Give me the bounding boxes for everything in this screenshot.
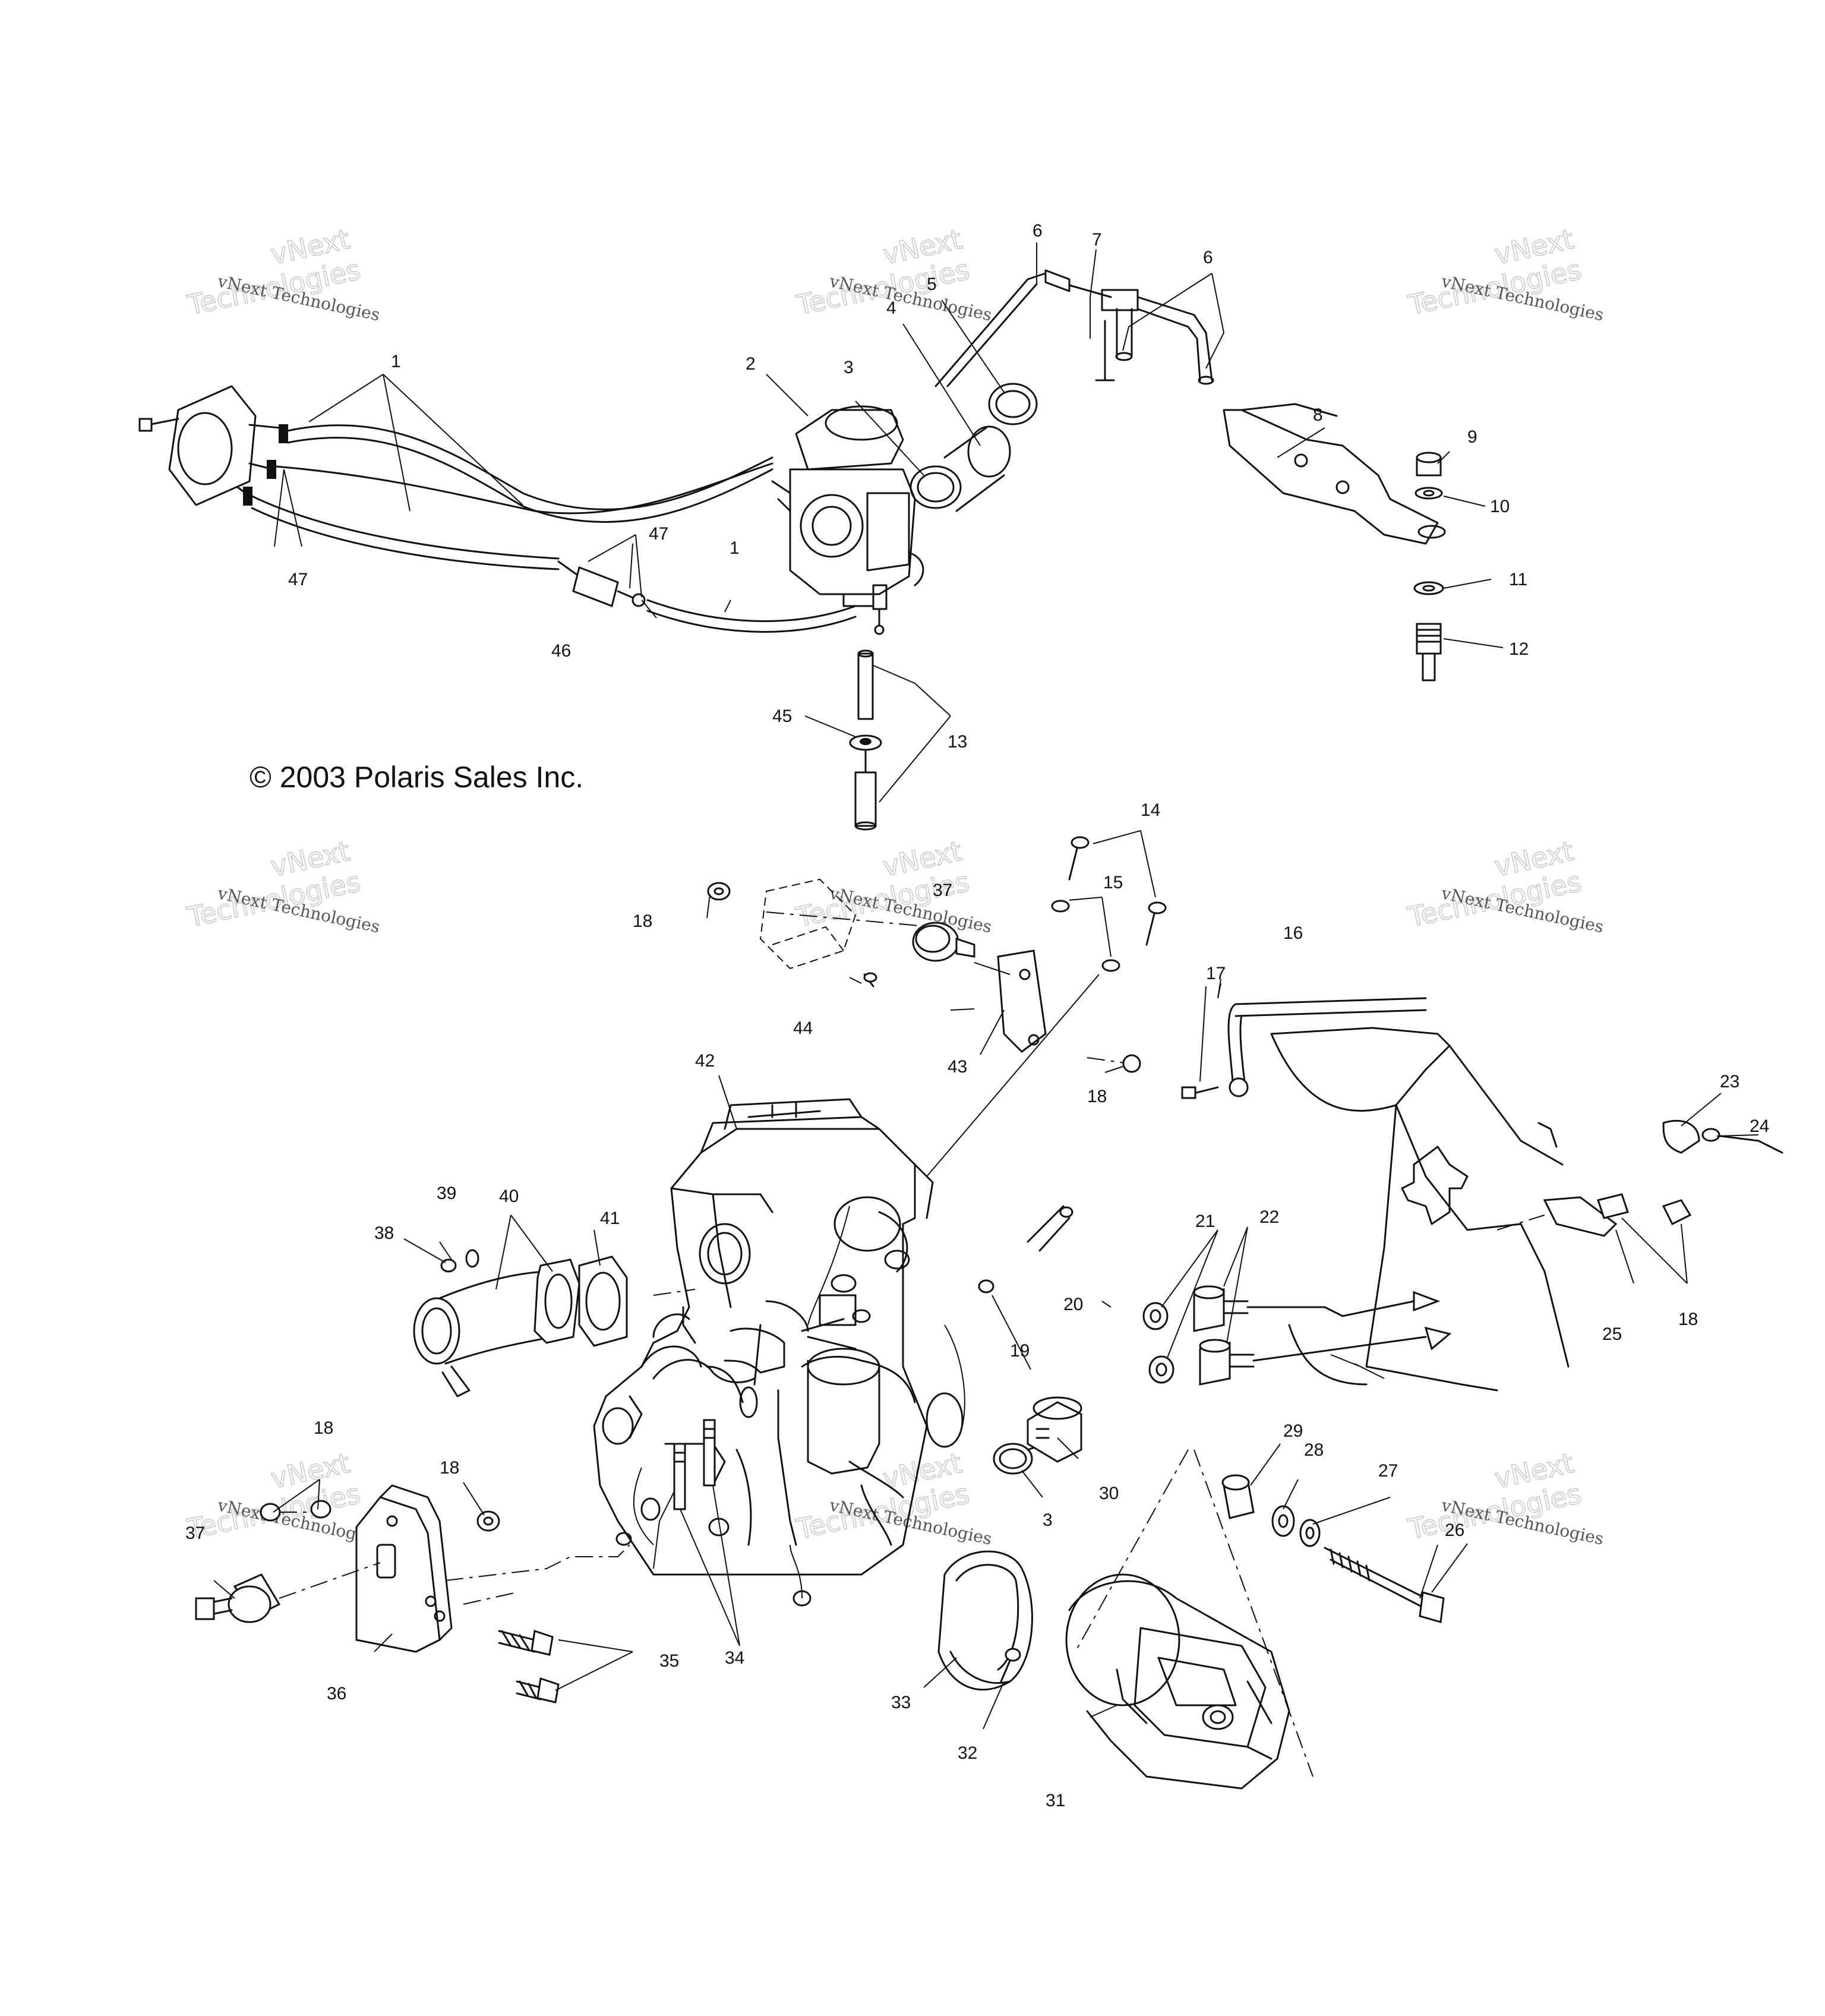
watermark-top-left: vNext Technologies vNext Technologies: [184, 222, 381, 324]
callout-13: 13: [948, 732, 967, 752]
callout-30: 30: [1099, 1484, 1119, 1503]
callout-33: 33: [891, 1693, 911, 1712]
callout-6-left: 6: [1033, 221, 1043, 241]
left-nuts-illustration: [260, 1500, 500, 1532]
callout-25: 25: [1602, 1324, 1622, 1344]
copyright-text: © 2003 Polaris Sales Inc.: [250, 761, 583, 794]
shift-rod-illustration: [1181, 997, 1427, 1099]
watermark-middle-center: vNext Technologies vNext Technologies: [792, 834, 993, 936]
vent-tee-illustration: [849, 649, 882, 831]
callout-labels: 1 1 2 3 4 5 6 6 7 8 9 10 11 12 13 14 15 …: [185, 221, 1769, 1810]
mount-bracket-illustration: [759, 878, 1047, 1053]
engine-block-illustration: [593, 1098, 965, 1607]
callout-26: 26: [1445, 1520, 1464, 1540]
hardware-stack-illustration: [1413, 452, 1444, 682]
callout-36: 36: [327, 1684, 346, 1703]
callout-39: 39: [437, 1184, 456, 1203]
drive-clutch-illustration: [1065, 1449, 1314, 1790]
callout-15: 15: [1103, 873, 1123, 892]
callout-45: 45: [772, 706, 792, 726]
clutch-bolt-26-illustration: [1324, 1547, 1445, 1623]
callout-40: 40: [499, 1187, 519, 1206]
callout-5: 5: [927, 275, 937, 294]
clutch-spacer-illustration: [1221, 1474, 1321, 1547]
callout-34: 34: [725, 1648, 744, 1668]
boot-30-illustration: [1027, 1396, 1082, 1463]
callout-18-bottom-left: 18: [314, 1418, 333, 1438]
callout-1-top: 1: [391, 352, 401, 371]
callout-47-left: 47: [288, 570, 308, 589]
clutch-bolt-32-illustration: [1000, 1648, 1021, 1683]
callout-18-bottom-center: 18: [440, 1458, 459, 1478]
carburetor-illustration: [771, 405, 924, 635]
callout-28: 28: [1304, 1440, 1324, 1460]
callout-29: 29: [1283, 1421, 1303, 1441]
callout-11: 11: [1509, 570, 1527, 589]
callout-2: 2: [746, 354, 756, 374]
callout-3-top: 3: [844, 358, 854, 377]
callout-9: 9: [1467, 427, 1477, 447]
mount-plate-illustration: [279, 1484, 630, 1653]
leader-lines: [213, 242, 1759, 1730]
callout-19: 19: [1010, 1341, 1030, 1361]
callout-10: 10: [1490, 497, 1510, 516]
clutch-cover-illustration: [937, 1550, 1033, 1691]
callout-27: 27: [1378, 1461, 1398, 1481]
exhaust-gasket-illustration: [578, 1255, 628, 1347]
watermark-top-right: vNext Technologies vNext Technologies: [1404, 222, 1605, 324]
watermark-bottom-right: vNext Technologies vNext Technologies: [1404, 1446, 1605, 1548]
callout-7: 7: [1092, 230, 1102, 250]
fuel-hoses-illustration: [251, 424, 857, 633]
dowel-pin-illustration: [978, 1205, 1073, 1293]
callout-31: 31: [1046, 1791, 1065, 1810]
frame-illustration: [1270, 1027, 1570, 1392]
callout-42: 42: [695, 1051, 715, 1071]
right-hardware-illustration: [1496, 1119, 1783, 1237]
callout-16: 16: [1283, 923, 1303, 943]
callout-32: 32: [958, 1743, 977, 1763]
watermark-bottom-left: vNext Technologies vNext Technologies: [184, 1446, 381, 1548]
callout-46: 46: [551, 641, 571, 661]
bolts-35-illustration: [498, 1630, 560, 1703]
callout-4: 4: [886, 298, 896, 318]
watermark-middle-right: vNext Technologies vNext Technologies: [1404, 834, 1605, 936]
left-isolator-illustration: [195, 1573, 281, 1623]
exhaust-pipe-illustration: [413, 1258, 580, 1397]
callout-3-bottom: 3: [1043, 1510, 1053, 1530]
callout-23: 23: [1720, 1072, 1739, 1091]
watermark-middle-left: vNext Technologies vNext Technologies: [184, 834, 381, 936]
callout-18-top: 18: [633, 911, 652, 931]
callout-37-middle: 37: [933, 881, 952, 900]
callout-14: 14: [1141, 800, 1160, 820]
callout-35: 35: [659, 1651, 679, 1671]
callout-24: 24: [1750, 1116, 1769, 1136]
callout-37-bottom: 37: [185, 1523, 205, 1543]
callout-6-right: 6: [1203, 248, 1213, 267]
callout-38: 38: [374, 1223, 394, 1243]
callout-41: 41: [600, 1209, 620, 1228]
routing-lines: [926, 962, 1100, 1177]
vent-hoses-illustration: [934, 269, 1214, 387]
callout-17: 17: [1206, 964, 1226, 983]
callout-8: 8: [1313, 405, 1323, 425]
engine-mounts-illustration: [1142, 1285, 1452, 1386]
callout-47-center: 47: [649, 524, 668, 544]
callout-43: 43: [948, 1057, 967, 1077]
studs-illustration: [673, 1419, 716, 1510]
fuel-pump-illustration: [138, 385, 288, 506]
watermark-bottom-center: vNext Technologies vNext Technologies: [792, 1446, 993, 1548]
callout-18-middle: 18: [1087, 1087, 1107, 1106]
callout-20: 20: [1063, 1295, 1083, 1314]
callout-22: 22: [1259, 1207, 1279, 1227]
fuel-filter-illustration: [557, 560, 646, 608]
callout-21: 21: [1195, 1212, 1215, 1231]
callout-18-right: 18: [1678, 1310, 1698, 1329]
bolt-set-illustration: [707, 836, 1167, 1073]
callout-1-lower: 1: [730, 538, 740, 558]
callout-44: 44: [793, 1018, 813, 1038]
bracket-illustration: [1223, 403, 1446, 545]
intake-boot-illustration: [910, 383, 1038, 512]
callout-12: 12: [1509, 639, 1529, 659]
